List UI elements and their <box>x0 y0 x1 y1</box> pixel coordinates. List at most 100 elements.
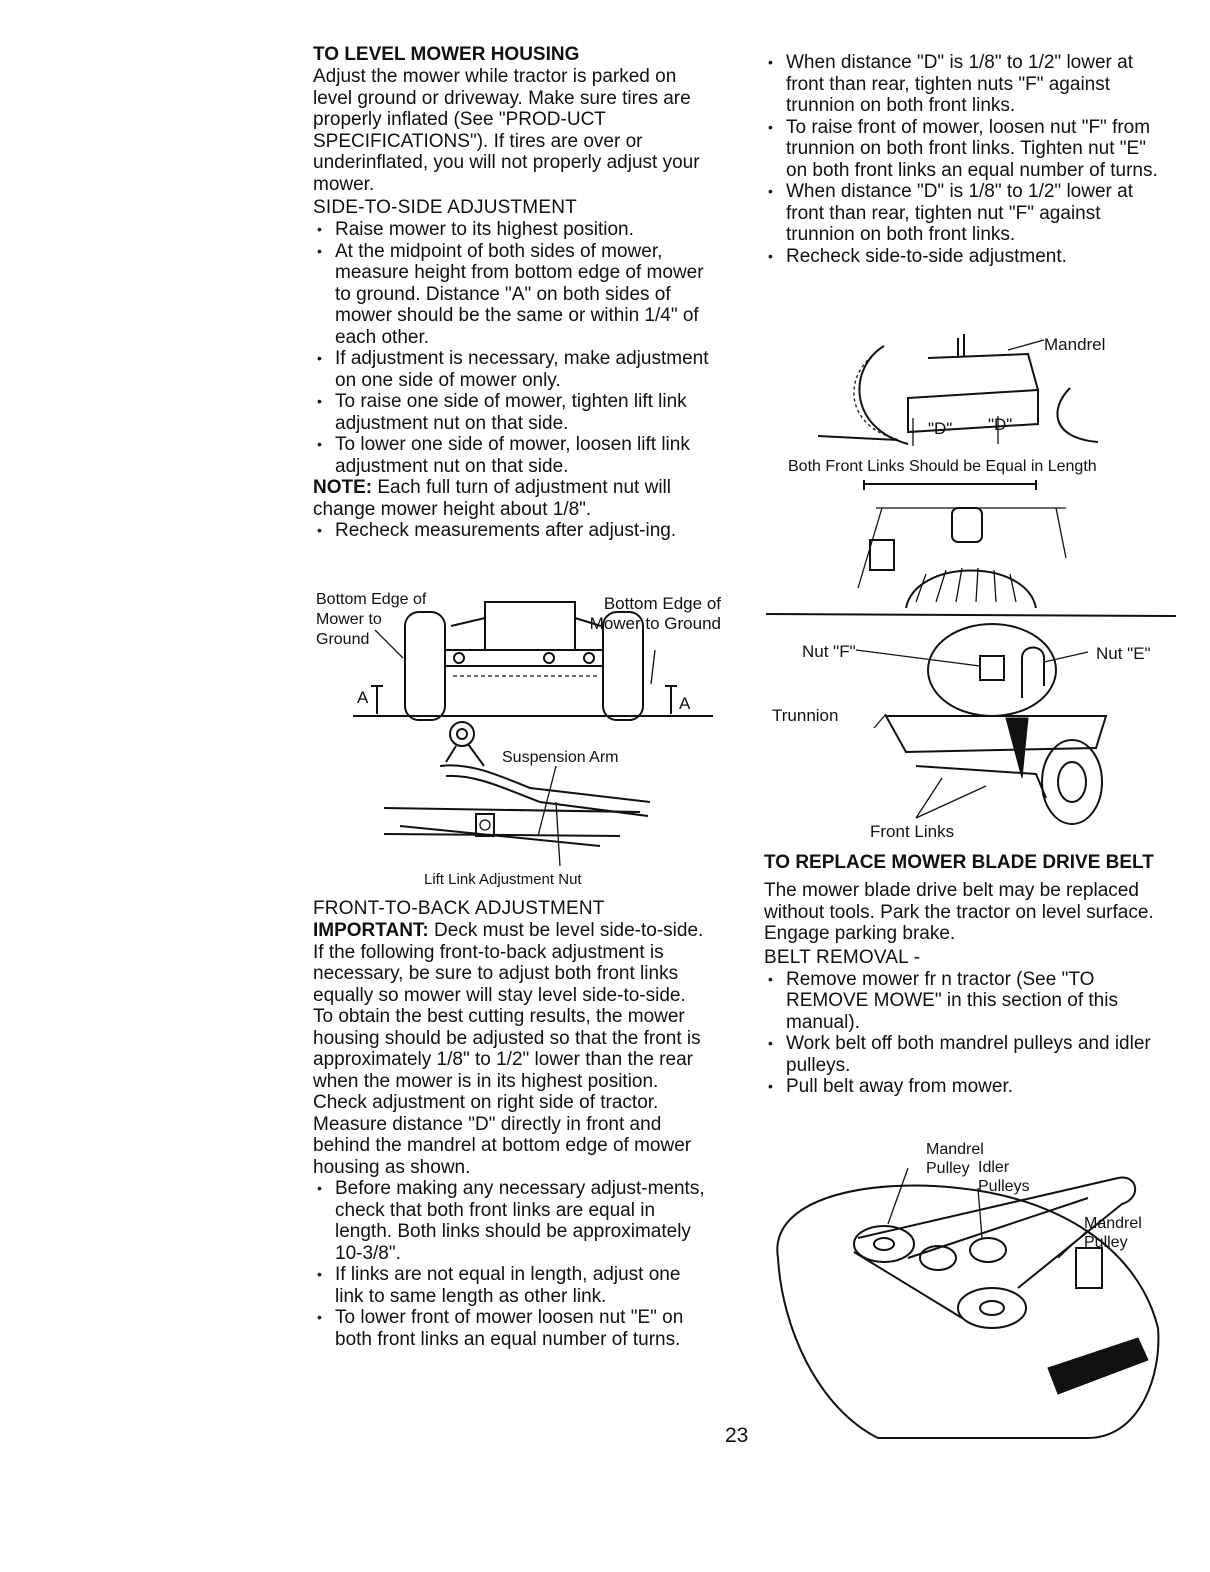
list-item: When distance "D" is 1/8" to 1/2" lower … <box>764 181 1169 246</box>
list-item: To lower one side of mower, loosen lift … <box>313 434 723 477</box>
a-marker-right <box>665 685 677 714</box>
pulley-hub <box>979 1300 1005 1316</box>
front-links-figure: Nut "F" Nut "E" Trunnion Front Links <box>765 478 1177 850</box>
important-label: IMPORTANT: <box>313 920 429 941</box>
mower-deck-drawing <box>776 1167 1160 1439</box>
pulley-hub <box>873 1237 895 1251</box>
arm-eye-hole <box>456 728 468 740</box>
label-mandrel-pulley-1: Mandrel Pulley <box>926 1141 984 1177</box>
list-item: To lower front of mower loosen nut "E" o… <box>313 1307 713 1350</box>
drive-belt <box>853 1176 1137 1319</box>
link-hook <box>1021 646 1045 698</box>
nut <box>479 819 491 831</box>
list-item: When distance "D" is 1/8" to 1/2" lower … <box>764 52 1169 117</box>
label-d-rear: "D" <box>988 415 1013 434</box>
list-item: Recheck measurements after adjust-ing. <box>313 520 713 542</box>
mower-body <box>484 601 576 651</box>
deck-front <box>884 715 1108 754</box>
list-item: Recheck side-to-side adjustment. <box>764 246 1169 268</box>
tire <box>905 569 1037 609</box>
mower-front-view-drawing <box>353 601 713 721</box>
important-paragraph: IMPORTANT: Deck must be level side-to-si… <box>313 920 713 1006</box>
leader-lines <box>887 1167 1089 1259</box>
check-paragraph: Check adjustment on right side of tracto… <box>313 1092 692 1178</box>
arm-neck <box>445 743 485 767</box>
belt-intro: The mower blade drive belt may be replac… <box>764 880 1154 944</box>
bolt <box>453 652 465 664</box>
front-to-back-heading: FRONT-TO-BACK ADJUSTMENT <box>313 898 605 919</box>
right-column: When distance "D" is 1/8" to 1/2" lower … <box>764 52 1174 267</box>
idler-pulley <box>919 1245 957 1271</box>
mower-side-view-drawing <box>817 334 1099 446</box>
replace-belt-heading: TO REPLACE MOWER BLADE DRIVE BELT <box>764 852 1154 873</box>
pulley-figure: Mandrel Pulley Idler Pulleys Mandrel Pul… <box>758 1138 1172 1448</box>
rear-wheel-arc <box>1056 387 1099 443</box>
nut-block <box>979 655 1005 681</box>
list-item: Raise mower to its highest position. <box>313 219 723 241</box>
label-nut-f: Nut "F" <box>802 642 856 661</box>
length-dimension <box>863 480 1037 490</box>
tractor-body <box>927 352 1039 391</box>
left-column: TO LEVEL MOWER HOUSING Adjust the mower … <box>313 44 728 542</box>
leader-line <box>1007 339 1045 351</box>
divider-line <box>765 613 1177 617</box>
d-markers <box>912 416 999 446</box>
label-suspension-arm: Suspension Arm <box>502 749 619 766</box>
label-bottom-edge-right: Bottom Edge of Mower to Ground <box>589 594 721 633</box>
ground-line <box>817 435 899 441</box>
suspension-arm-figure: Suspension Arm Lift Link Adjustment Nut <box>380 716 680 892</box>
label-mandrel-pulley-2: Mandrel Pulley <box>1084 1215 1142 1251</box>
level-mower-intro: Adjust the mower while tractor is parked… <box>313 66 700 195</box>
mandrel-post <box>957 334 965 358</box>
pointer <box>1005 717 1029 779</box>
list-item: Before making any necessary adjust-ments… <box>313 1178 713 1264</box>
label-bottom-edge-left: Bottom Edge of Mower to Ground <box>316 591 427 648</box>
a-marker-left <box>371 685 383 714</box>
list-item: To raise front of mower, loosen nut "F" … <box>764 117 1169 182</box>
level-mower-heading: TO LEVEL MOWER HOUSING <box>313 44 580 65</box>
front-wheel-hub <box>1057 761 1087 803</box>
arm-bottom <box>445 774 649 817</box>
front-to-back-list: Before making any necessary adjust-ments… <box>313 1178 713 1350</box>
label-trunnion: Trunnion <box>772 706 839 725</box>
bolt <box>583 652 595 664</box>
list-item: Remove mower fr n tractor (See "TO REMOV… <box>764 969 1169 1034</box>
belt-removal-heading: BELT REMOVAL - <box>764 946 921 968</box>
note-paragraph: NOTE: Each full turn of adjustment nut w… <box>313 477 718 520</box>
list-item: Work belt off both mandrel pulleys and i… <box>764 1033 1169 1076</box>
equal-length-caption: Both Front Links Should be Equal in Leng… <box>788 458 1097 475</box>
frame-lines <box>383 807 641 837</box>
mandrel-pulley-left <box>853 1225 915 1263</box>
important-text: Deck must be level side-to-side. If the … <box>313 920 704 1006</box>
body-edge <box>450 617 602 627</box>
side-to-side-list: Raise mower to its highest position. At … <box>313 219 723 477</box>
label-a-left: A <box>357 688 369 707</box>
leader-line <box>374 629 404 659</box>
front-wheel <box>1041 739 1103 825</box>
page-number: 23 <box>725 1424 749 1447</box>
label-mandrel-top: Mandrel <box>1044 335 1106 354</box>
arm-top <box>439 764 651 803</box>
label-idler-pulleys: Idler Pulleys <box>978 1159 1030 1195</box>
list-item: Pull belt away from mower. <box>764 1076 1169 1098</box>
front-links-drawing <box>765 480 1177 825</box>
idler-pulley <box>969 1237 1007 1263</box>
label-lift-link: Lift Link Adjustment Nut <box>424 871 582 888</box>
bolt <box>543 652 555 664</box>
best-results-paragraph: To obtain the best cutting results, the … <box>313 1006 701 1092</box>
mandrel-housing <box>951 507 983 543</box>
front-adjust-list: When distance "D" is 1/8" to 1/2" lower … <box>764 52 1169 267</box>
note-text: Each full turn of adjustment nut will ch… <box>313 477 671 520</box>
nut-leaders <box>855 649 1089 667</box>
detail-circle <box>927 623 1057 717</box>
frame-lower <box>399 825 601 847</box>
label-a-right: A <box>679 694 691 713</box>
deck-outline <box>776 1184 1160 1439</box>
leader-line <box>537 765 561 867</box>
leader-lines <box>873 713 987 819</box>
mandrel-pulley-center <box>957 1287 1027 1329</box>
tire-tread <box>915 567 1017 603</box>
list-item: At the midpoint of both sides of mower, … <box>313 241 723 349</box>
list-item: If links are not equal in length, adjust… <box>313 1264 713 1307</box>
belt-removal-list: Remove mower fr n tractor (See "TO REMOV… <box>764 969 1169 1098</box>
